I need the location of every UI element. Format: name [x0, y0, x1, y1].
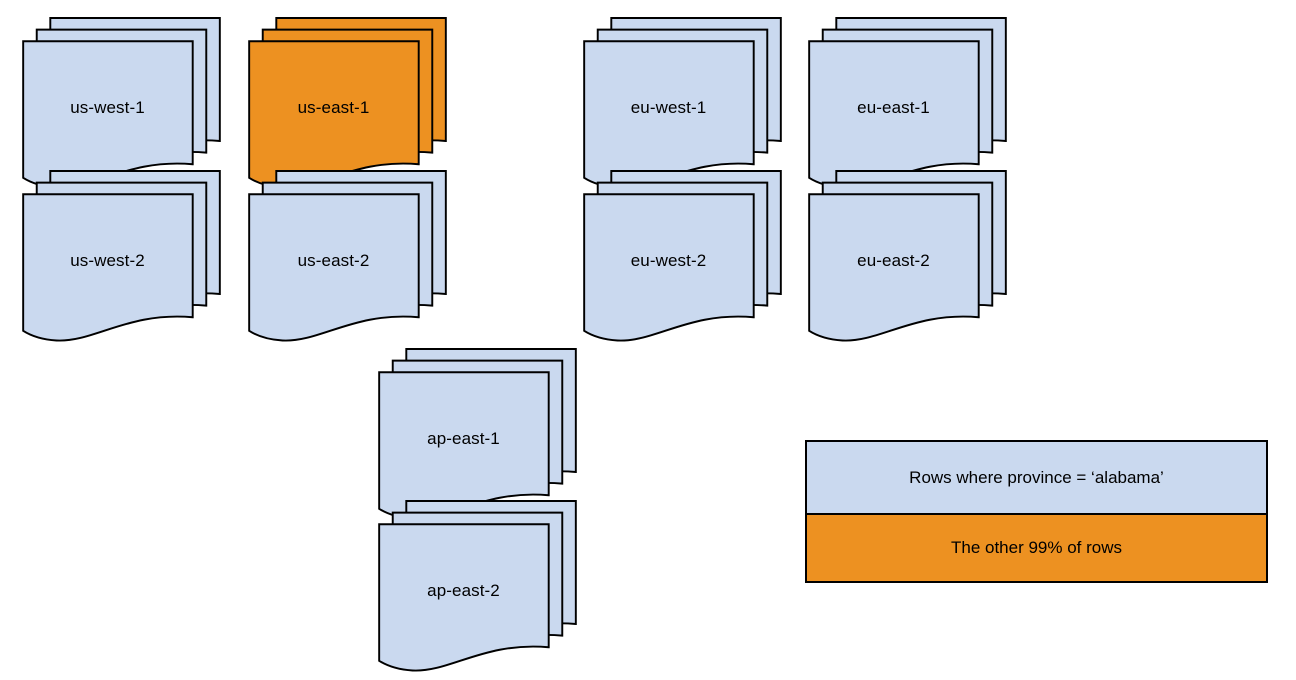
region-stack-eu-west-2[interactable]: eu-west-2	[580, 170, 785, 342]
document-stack-icon	[583, 17, 782, 189]
region-stack-ap-east-1[interactable]: ap-east-1	[375, 348, 580, 520]
document-stack-icon	[248, 17, 447, 189]
document-stack-icon	[583, 170, 782, 342]
legend-item-label: Rows where province = ‘alabama’	[909, 467, 1164, 487]
region-stack-us-west-1[interactable]: us-west-1	[19, 17, 224, 189]
document-stack-icon	[248, 170, 447, 342]
region-stack-ap-east-2[interactable]: ap-east-2	[375, 500, 580, 672]
legend-item-alabama-rows: Rows where province = ‘alabama’	[807, 442, 1266, 515]
legend-item-other-rows: The other 99% of rows	[807, 515, 1266, 581]
document-stack-icon	[22, 17, 221, 189]
document-stack-icon	[378, 348, 577, 520]
document-stack-icon	[808, 17, 1007, 189]
region-stack-eu-east-2[interactable]: eu-east-2	[805, 170, 1010, 342]
document-stack-icon	[22, 170, 221, 342]
legend-item-label: The other 99% of rows	[950, 538, 1123, 557]
document-stack-icon	[378, 500, 577, 672]
region-stack-eu-east-1[interactable]: eu-east-1	[805, 17, 1010, 189]
region-stack-eu-west-1[interactable]: eu-west-1	[580, 17, 785, 189]
region-stack-us-east-1[interactable]: us-east-1	[245, 17, 450, 189]
region-stack-us-east-2[interactable]: us-east-2	[245, 170, 450, 342]
legend: Rows where province = ‘alabama’ The othe…	[805, 440, 1268, 583]
document-stack-icon	[808, 170, 1007, 342]
region-stack-us-west-2[interactable]: us-west-2	[19, 170, 224, 342]
